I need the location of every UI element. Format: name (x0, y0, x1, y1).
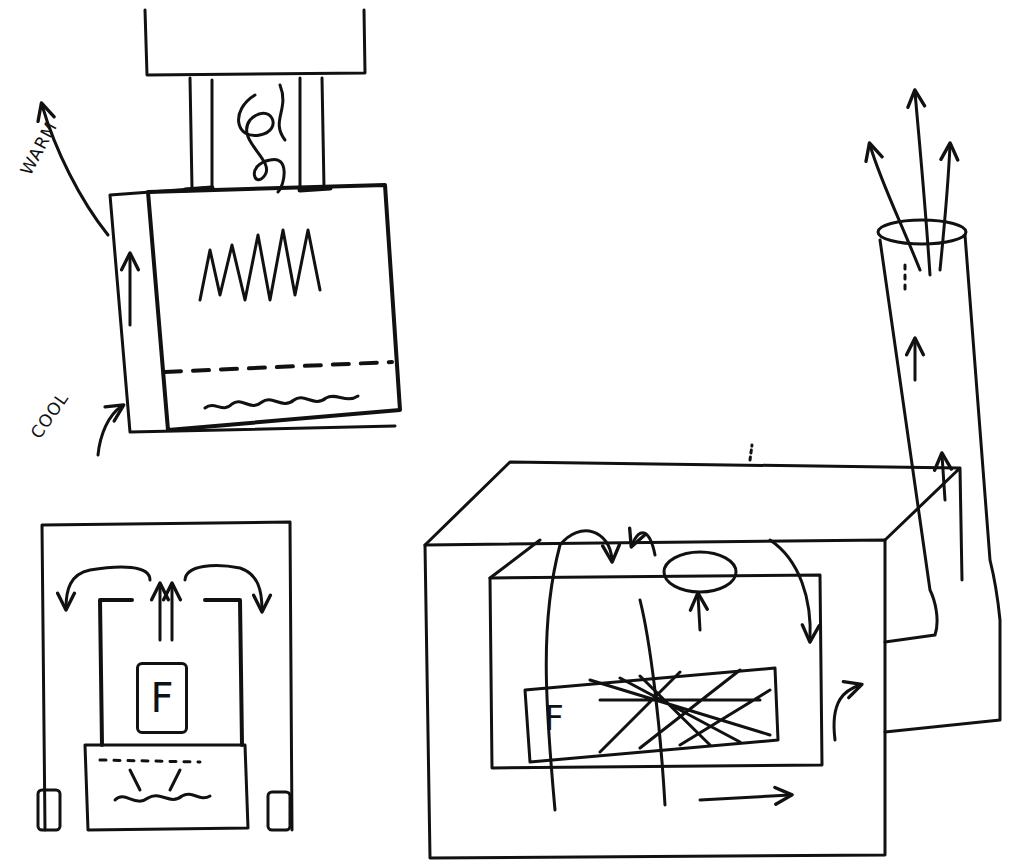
fuel-block: F (532, 688, 576, 748)
cool-label: COOL (28, 389, 72, 441)
warm-label: WARM (18, 119, 60, 178)
fuel-box: F (136, 662, 188, 734)
node-text: F (544, 701, 564, 735)
stove-with-flue (425, 92, 1000, 858)
heater-with-jacket (42, 10, 400, 455)
node-text: F (150, 678, 173, 718)
stove-section (38, 522, 292, 830)
